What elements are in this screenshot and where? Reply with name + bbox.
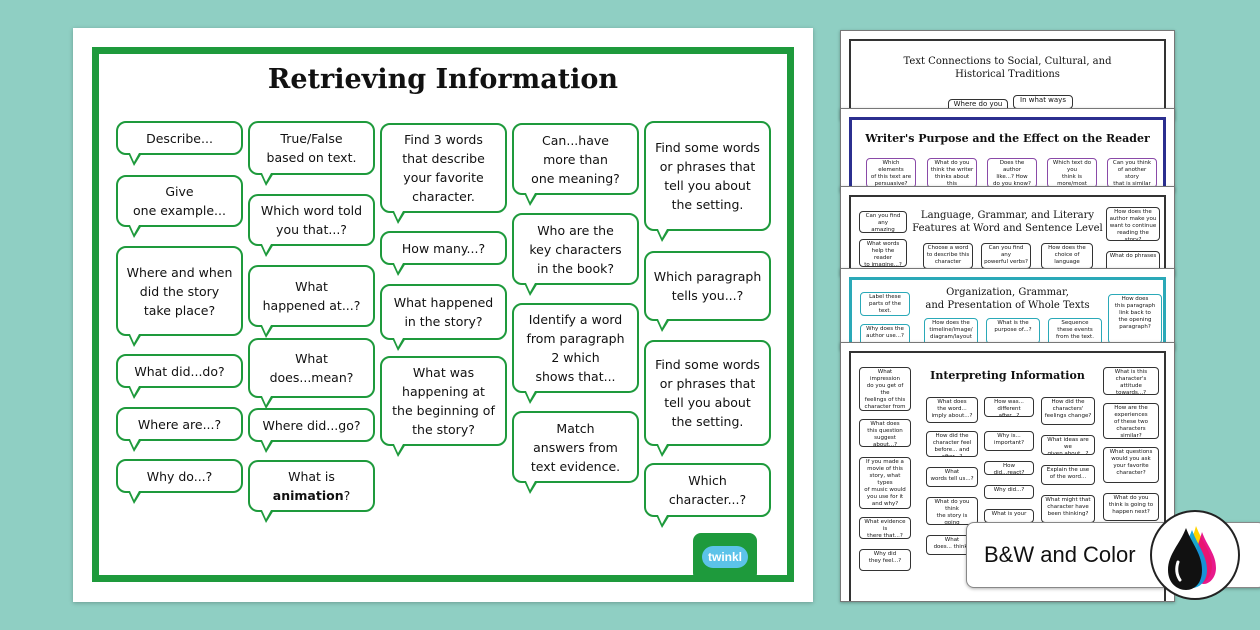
mini-bubble: How does the choice of language: [1041, 243, 1093, 269]
speech-bubble: Find 3 words that describe your favorite…: [380, 123, 507, 224]
speech-bubble: Find some words or phrases that tell you…: [644, 121, 771, 242]
mini-bubble: Can you think of another story that is s…: [1107, 158, 1157, 188]
speech-bubble: Where and when did the story take place?: [116, 246, 243, 347]
mini-bubble: Explain the use of the word...: [1041, 465, 1095, 485]
thumbnail-border: Language, Grammar, and Literary Features…: [849, 195, 1166, 275]
speech-bubble: True/False based on text.: [248, 121, 375, 186]
mini-bubble: Does the author like...? How do you know…: [987, 158, 1037, 188]
mini-bubble: What is this character's attitude toward…: [1103, 367, 1159, 395]
mini-bubble: What evidence is there that...?: [859, 517, 911, 539]
thumbnail-language-grammar: Language, Grammar, and Literary Features…: [840, 186, 1175, 276]
mini-bubble: Which text do you think is more/most eff…: [1047, 158, 1097, 188]
thumbnail-writers-purpose: Writer's Purpose and the Effect on the R…: [840, 108, 1175, 192]
mini-bubble: What do you think the story is going to …: [926, 497, 978, 525]
speech-bubble: Match answers from text evidence.: [512, 411, 639, 494]
mini-bubble: What questions would you ask your favori…: [1103, 447, 1159, 483]
mini-bubble: If you made a movie of this story, what …: [859, 457, 911, 509]
speech-bubble: Where did...go?: [248, 408, 375, 453]
mini-bubble: What words help the reader to imagine...…: [859, 239, 907, 267]
speech-bubble: What is animation?: [248, 460, 375, 523]
speech-bubble: What was happening at the beginning of t…: [380, 356, 507, 457]
speech-bubble: Who are the key characters in the book?: [512, 213, 639, 296]
mini-bubble: How are the experiences of these two cha…: [1103, 403, 1159, 439]
bubble-bold-word: animation: [272, 488, 344, 503]
speech-bubble: Find some words or phrases that tell you…: [644, 340, 771, 457]
mini-bubble: What does the word... imply about...?: [926, 397, 978, 423]
speech-bubble: Why do...?: [116, 459, 243, 504]
speech-bubble: What happened in the story?: [380, 284, 507, 351]
bubble-text: What is: [288, 469, 335, 484]
mini-bubble: Why does the author use...?: [860, 324, 910, 346]
speech-bubble: Which paragraph tells you...?: [644, 251, 771, 332]
mini-bubble: How did the character feel before... and…: [926, 431, 978, 457]
thumbnail-title: Language, Grammar, and Literary Features…: [912, 210, 1103, 234]
speech-bubble: Describe...: [116, 121, 243, 166]
mini-bubble: How did the characters' feelings change?: [1041, 397, 1095, 425]
twinkl-logo: twinkl: [693, 533, 757, 581]
badge-label: B&W and Color: [984, 542, 1136, 567]
speech-bubble: Which word told you that...?: [248, 194, 375, 257]
mini-bubble: What do you think the writer thinks abou…: [927, 158, 977, 188]
mini-bubble: Which elements of this text are persuasi…: [866, 158, 916, 188]
mini-bubble: What words tell us...?: [926, 467, 978, 487]
mini-bubble: How does the author make you want to con…: [1106, 207, 1160, 241]
speech-bubble: What does...mean?: [248, 338, 375, 409]
mini-bubble: Choose a word to describe this character: [923, 243, 973, 269]
speech-bubble: What did...do?: [116, 354, 243, 399]
mini-bubble: What is the purpose of...?: [986, 318, 1040, 344]
twinkl-logo-text: twinkl: [702, 546, 748, 568]
speech-bubble: Which character...?: [644, 463, 771, 528]
thumbnail-title: Writer's Purpose and the Effect on the R…: [865, 132, 1150, 145]
mini-bubble: How does this paragraph link back to the…: [1108, 294, 1162, 344]
mini-bubble: How was... different after...?: [984, 397, 1034, 417]
ink-drops-icon: [1150, 510, 1240, 600]
poster-preview: Retrieving Information Describe... Give …: [73, 28, 813, 602]
mini-bubble: What impression do you get of the feelin…: [859, 367, 911, 411]
thumbnail-title: Text Connections to Social, Cultural, an…: [903, 56, 1112, 80]
speech-bubble: Give one example...: [116, 175, 243, 238]
thumbnail-title: Interpreting Information: [930, 369, 1085, 382]
thumbnail-border: Interpreting Information What impression…: [849, 351, 1166, 601]
mini-bubble: What might that character have been thin…: [1041, 495, 1095, 523]
mini-bubble: What ideas are we given about...?: [1041, 435, 1095, 455]
bubble-text-bold-part: animation?: [272, 488, 351, 503]
thumbnail-border: Writer's Purpose and the Effect on the R…: [849, 117, 1166, 191]
speech-bubble: Where are...?: [116, 407, 243, 452]
speech-bubble: What happened at...?: [248, 265, 375, 338]
speech-bubble: Can...have more than one meaning?: [512, 123, 639, 206]
thumbnail-organization: Organization, Grammar, and Presentation …: [840, 268, 1175, 350]
thumbnail-text-connections: Text Connections to Social, Cultural, an…: [840, 30, 1175, 120]
mini-bubble: Why did they feel...?: [859, 549, 911, 571]
mini-bubble: Why is... important?: [984, 431, 1034, 451]
mini-bubble: In what ways: [1013, 95, 1073, 109]
thumbnail-border: Text Connections to Social, Cultural, an…: [849, 39, 1166, 119]
mini-bubble: Why did...?: [984, 485, 1034, 499]
thumbnail-border: Organization, Grammar, and Presentation …: [849, 277, 1166, 349]
mini-bubble: Can you find any powerful verbs?: [981, 243, 1031, 269]
mini-bubble: What do you think is going to happen nex…: [1103, 493, 1159, 521]
speech-bubble: How many...?: [380, 231, 507, 276]
poster-title: Retrieving Information: [267, 64, 619, 95]
mini-bubble: Label these parts of the text.: [860, 292, 910, 316]
mini-bubble: What does this question suggest about...…: [859, 419, 911, 447]
mini-bubble: What is your: [984, 509, 1034, 523]
mini-bubble: How did...react?: [984, 461, 1034, 475]
thumbnail-title: Organization, Grammar, and Presentation …: [925, 287, 1090, 311]
speech-bubble: Identify a word from paragraph 2 which s…: [512, 303, 639, 404]
mini-bubble: Can you find any amazing adjectives?: [859, 211, 907, 233]
